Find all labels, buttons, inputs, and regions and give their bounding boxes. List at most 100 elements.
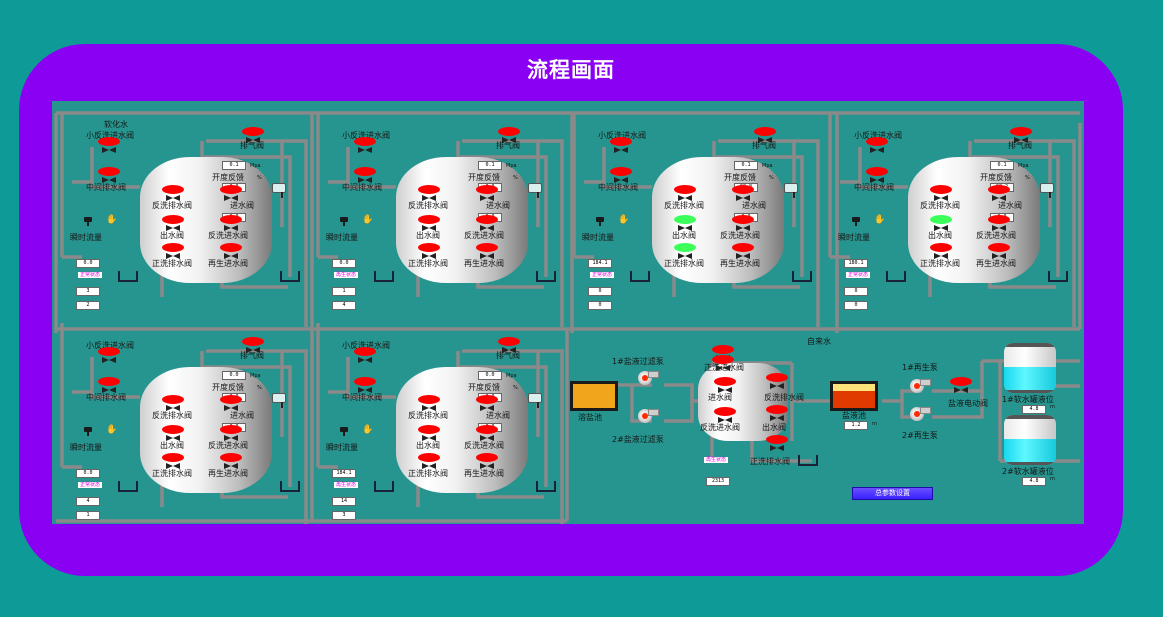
small-backwash-valve-icon[interactable] (358, 357, 372, 364)
positive-drain-valve-icon[interactable] (166, 253, 180, 260)
pump1-icon[interactable] (638, 371, 659, 385)
mid-drain-valve-indicator[interactable] (610, 167, 632, 176)
inlet-valve-icon[interactable] (992, 195, 1006, 202)
inlet-valve-indicator[interactable] (476, 185, 498, 194)
backwash-inlet-valve-icon[interactable] (224, 225, 238, 232)
mid-drain-valve-icon[interactable] (102, 177, 116, 184)
small-backwash-valve-indicator[interactable] (866, 137, 888, 146)
small-backwash-valve-indicator[interactable] (98, 347, 120, 356)
regen-inlet-valve-icon[interactable] (224, 463, 238, 470)
mid-drain-valve-icon[interactable] (614, 177, 628, 184)
outlet-valve-indicator[interactable] (162, 425, 184, 434)
mid-drain-valve-indicator[interactable] (354, 377, 376, 386)
regen-inlet-valve-indicator[interactable] (220, 243, 242, 252)
filter-back-in-valve-icon[interactable] (718, 417, 732, 424)
mid-drain-valve-indicator[interactable] (866, 167, 888, 176)
manual-valve-icon[interactable]: ✋ (106, 425, 118, 435)
mid-drain-valve-icon[interactable] (102, 387, 116, 394)
positive-drain-valve-indicator[interactable] (162, 453, 184, 462)
regen-inlet-valve-indicator[interactable] (476, 453, 498, 462)
small-backwash-valve-icon[interactable] (614, 147, 628, 154)
brine-valve-icon[interactable] (954, 387, 968, 394)
exhaust-valve-indicator[interactable] (1010, 127, 1032, 136)
backwash-drain-valve-indicator[interactable] (162, 395, 184, 404)
positive-drain-valve-icon[interactable] (422, 463, 436, 470)
inlet-valve-indicator[interactable] (476, 395, 498, 404)
positive-drain-valve-indicator[interactable] (162, 243, 184, 252)
positive-drain-valve-icon[interactable] (422, 253, 436, 260)
filter-outlet-valve-icon[interactable] (770, 415, 784, 422)
regen-pump2-icon[interactable] (910, 407, 931, 421)
backwash-drain-valve-indicator[interactable] (418, 185, 440, 194)
manual-valve-icon[interactable]: ✋ (362, 215, 374, 225)
inlet-valve-icon[interactable] (224, 195, 238, 202)
backwash-drain-valve-icon[interactable] (934, 195, 948, 202)
small-backwash-valve-icon[interactable] (102, 147, 116, 154)
mid-drain-valve-icon[interactable] (870, 177, 884, 184)
small-backwash-valve-indicator[interactable] (610, 137, 632, 146)
filter-pos-drain-valve-icon[interactable] (770, 445, 784, 452)
positive-drain-valve-icon[interactable] (934, 253, 948, 260)
pump2-icon[interactable] (638, 409, 659, 423)
mid-drain-valve-indicator[interactable] (354, 167, 376, 176)
exhaust-valve-icon[interactable] (502, 137, 516, 144)
manual-valve-icon[interactable]: ✋ (106, 215, 118, 225)
outlet-valve-icon[interactable] (166, 435, 180, 442)
backwash-drain-valve-indicator[interactable] (674, 185, 696, 194)
outlet-valve-icon[interactable] (422, 225, 436, 232)
small-backwash-valve-icon[interactable] (102, 357, 116, 364)
backwash-drain-valve-indicator[interactable] (162, 185, 184, 194)
inlet-valve-indicator[interactable] (220, 185, 242, 194)
backwash-inlet-valve-icon[interactable] (736, 225, 750, 232)
regen-pump1-icon[interactable] (910, 379, 931, 393)
small-backwash-valve-indicator[interactable] (98, 137, 120, 146)
positive-drain-valve-indicator[interactable] (418, 243, 440, 252)
inlet-valve-icon[interactable] (480, 195, 494, 202)
backwash-inlet-valve-icon[interactable] (992, 225, 1006, 232)
regen-inlet-valve-icon[interactable] (736, 253, 750, 260)
exhaust-valve-icon[interactable] (1014, 137, 1028, 144)
backwash-inlet-valve-indicator[interactable] (476, 425, 498, 434)
filter-pos-in-valve-icon[interactable] (716, 365, 730, 372)
inlet-valve-indicator[interactable] (988, 185, 1010, 194)
regen-inlet-valve-icon[interactable] (480, 463, 494, 470)
mid-drain-valve-indicator[interactable] (98, 167, 120, 176)
filter-top-valve-indicator[interactable] (712, 345, 734, 354)
small-backwash-valve-indicator[interactable] (354, 137, 376, 146)
mid-drain-valve-icon[interactable] (358, 387, 372, 394)
positive-drain-valve-indicator[interactable] (930, 243, 952, 252)
mid-drain-valve-icon[interactable] (358, 177, 372, 184)
filter-back-in-valve-indicator[interactable] (714, 407, 736, 416)
backwash-drain-valve-icon[interactable] (166, 405, 180, 412)
regen-inlet-valve-icon[interactable] (992, 253, 1006, 260)
exhaust-valve-indicator[interactable] (498, 127, 520, 136)
small-backwash-valve-indicator[interactable] (354, 347, 376, 356)
exhaust-valve-icon[interactable] (502, 347, 516, 354)
positive-drain-valve-indicator[interactable] (674, 243, 696, 252)
parameter-settings-button[interactable]: 总参数设置 (852, 487, 933, 500)
inlet-valve-indicator[interactable] (732, 185, 754, 194)
backwash-drain-valve-indicator[interactable] (930, 185, 952, 194)
brine-valve-indicator[interactable] (950, 377, 972, 386)
filter-pos-drain-valve-indicator[interactable] (766, 435, 788, 444)
exhaust-valve-indicator[interactable] (242, 337, 264, 346)
inlet-valve-indicator[interactable] (220, 395, 242, 404)
manual-valve-icon[interactable]: ✋ (618, 215, 630, 225)
backwash-inlet-valve-indicator[interactable] (220, 425, 242, 434)
outlet-valve-indicator[interactable] (418, 215, 440, 224)
outlet-valve-icon[interactable] (678, 225, 692, 232)
regen-inlet-valve-indicator[interactable] (732, 243, 754, 252)
inlet-valve-icon[interactable] (480, 405, 494, 412)
outlet-valve-icon[interactable] (166, 225, 180, 232)
exhaust-valve-icon[interactable] (758, 137, 772, 144)
positive-drain-valve-icon[interactable] (678, 253, 692, 260)
manual-valve-icon[interactable]: ✋ (874, 215, 886, 225)
outlet-valve-indicator[interactable] (418, 425, 440, 434)
backwash-drain-valve-indicator[interactable] (418, 395, 440, 404)
exhaust-valve-indicator[interactable] (754, 127, 776, 136)
outlet-valve-icon[interactable] (422, 435, 436, 442)
regen-inlet-valve-indicator[interactable] (476, 243, 498, 252)
backwash-inlet-valve-icon[interactable] (480, 225, 494, 232)
backwash-inlet-valve-icon[interactable] (480, 435, 494, 442)
filter-back-drain-valve-indicator[interactable] (766, 373, 788, 382)
